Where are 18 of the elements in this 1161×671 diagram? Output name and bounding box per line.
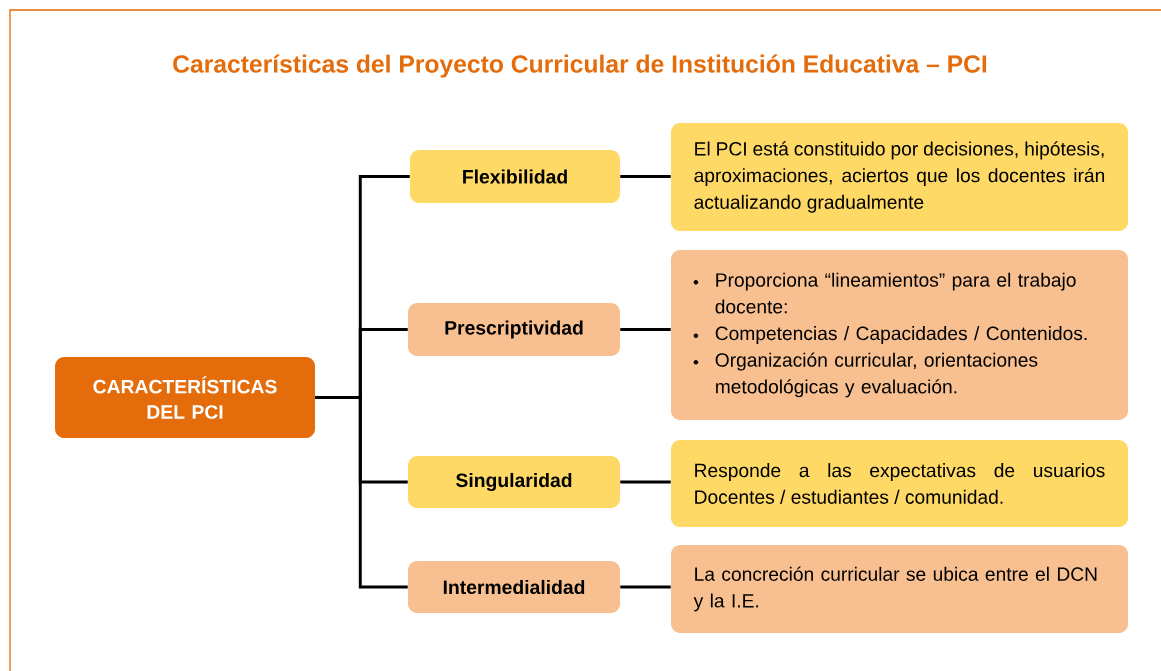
description-box: El PCI está constituido por decisiones, hipótesis, aproximaciones, aciertos que los docentes irán actualizando gradualmente [670, 123, 1129, 231]
description-box: La concreción curricular se ubica entre el DCN y la I.E. [670, 545, 1129, 633]
bullet-item: Proporciona “lineamientos” para el trabajo docente: [715, 272, 1076, 314]
description-box [670, 250, 1129, 420]
category-box: Singularidad [408, 456, 620, 508]
connector-line [620, 175, 671, 178]
root-box: CARACTERÍSTICAS DEL PCI [55, 356, 315, 439]
connector-line [620, 328, 671, 331]
category-box: Flexibilidad [410, 149, 620, 204]
category-box: Intermedialidad [408, 561, 620, 613]
bullet-item: Organización curricular, orientaciones metodológicas y evaluación. [715, 352, 1038, 398]
connector-line [620, 585, 671, 589]
category-box: Prescriptividad [408, 302, 620, 357]
description-box: Responde a las expectativas de usuarios Docentes / estudiantes / comunidad. [670, 440, 1129, 527]
title: Características del Proyecto Curricular de Institución Educativa – PCI [173, 54, 987, 78]
bullet-item: Competencias / Capacidades / Contenidos. [715, 326, 1087, 344]
connector-line [620, 480, 671, 484]
connector-line [315, 396, 408, 589]
